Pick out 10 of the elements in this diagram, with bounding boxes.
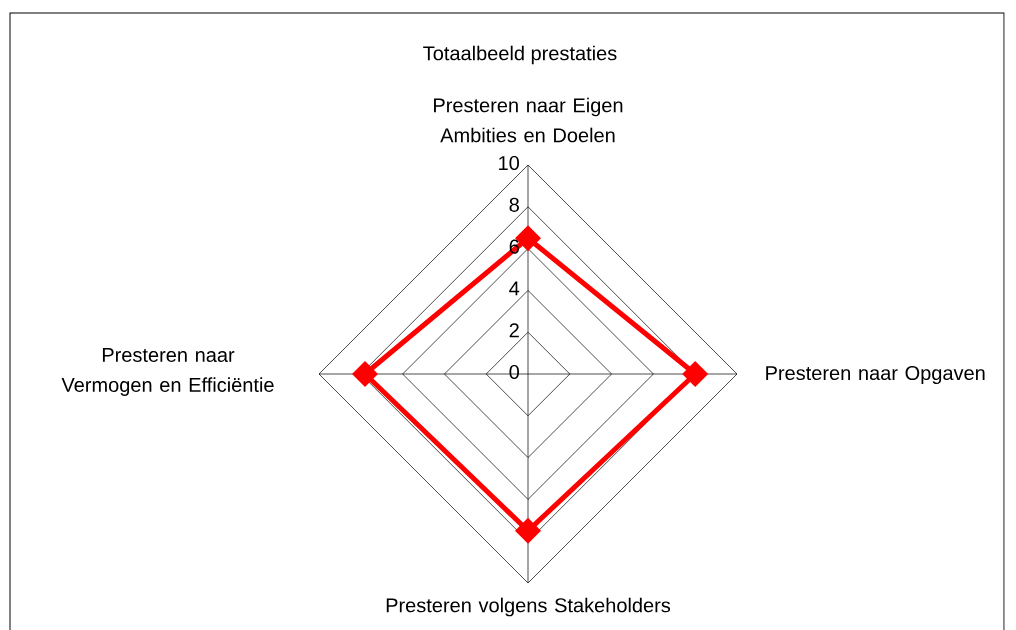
tick-label: 2 — [509, 323, 519, 338]
chart-title: Totaalbeeld prestaties — [423, 45, 617, 65]
tick-label: 4 — [509, 281, 520, 296]
axis-label: Presteren naar Vermogen en Efficiëntie — [61, 348, 274, 396]
axis-label: Presteren volgens Stakeholders — [386, 597, 671, 617]
axis-label: Presteren naar Eigen Ambities en Doelen — [434, 97, 623, 143]
tick-label: 10 — [499, 155, 519, 171]
axis-label: Presteren naar Opgaven — [766, 365, 985, 385]
tick-label: 0 — [509, 364, 519, 380]
tick-label: 8 — [509, 197, 519, 212]
